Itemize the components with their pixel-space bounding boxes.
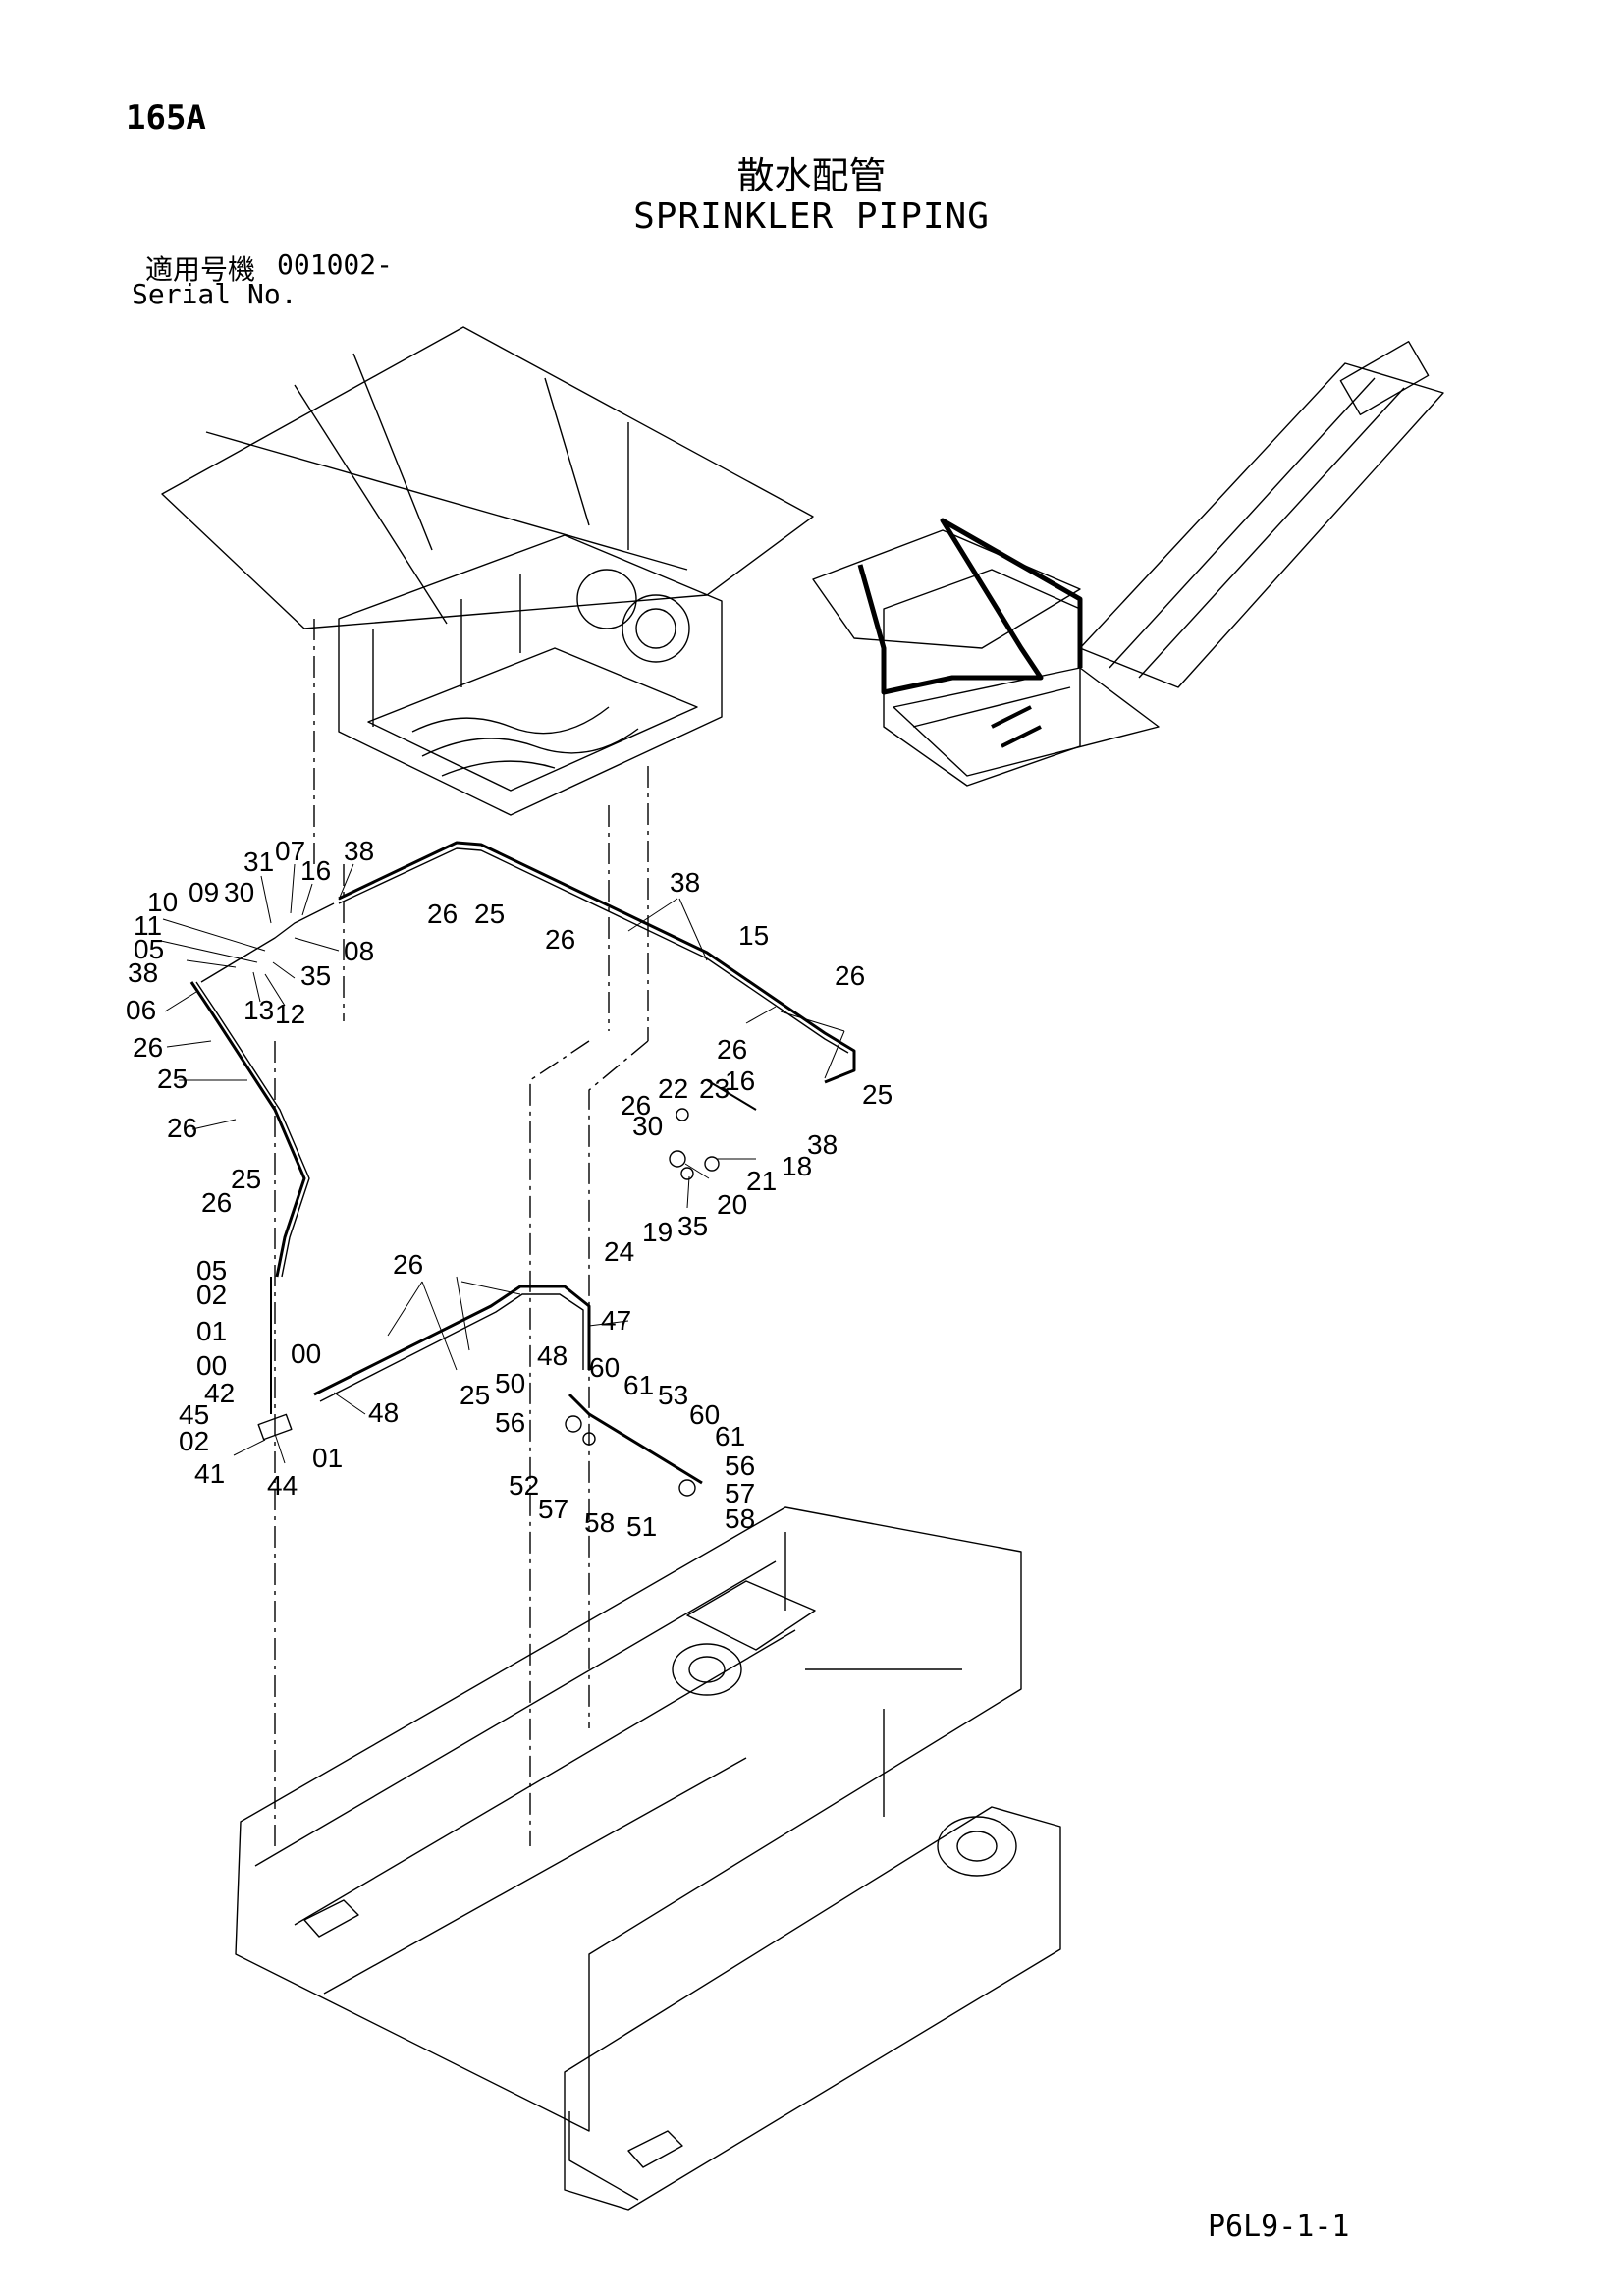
callout-label: 41 bbox=[194, 1458, 225, 1489]
page-number: 165A bbox=[126, 98, 206, 137]
callout-label: 13 bbox=[243, 995, 274, 1025]
callout-label: 16 bbox=[725, 1066, 755, 1096]
callout-label: 11 bbox=[134, 910, 162, 941]
serial-value: 001002- bbox=[277, 248, 394, 281]
callout-label: 22 bbox=[658, 1073, 688, 1104]
callout-label: 47 bbox=[601, 1305, 631, 1336]
lower-pipe-run bbox=[257, 1277, 703, 1497]
callout-label: 56 bbox=[725, 1450, 755, 1481]
callout-label: 25 bbox=[231, 1164, 261, 1194]
callout-label: 58 bbox=[584, 1507, 615, 1538]
machine-overview bbox=[812, 340, 1444, 787]
callout-label: 56 bbox=[495, 1407, 525, 1438]
hopper-body bbox=[338, 534, 723, 816]
callout-label: 35 bbox=[300, 960, 331, 991]
callout-label: 45 bbox=[179, 1399, 209, 1430]
callout-label: 25 bbox=[460, 1380, 490, 1410]
overview-pipe-route bbox=[857, 518, 1083, 695]
callout-label: 61 bbox=[715, 1421, 745, 1451]
callout-label: 01 bbox=[312, 1443, 343, 1473]
phantom-lines bbox=[274, 619, 649, 1846]
title-english: SPRINKLER PIPING bbox=[633, 196, 990, 237]
callout-label: 21 bbox=[746, 1166, 777, 1196]
overview-hopper bbox=[812, 529, 1081, 649]
serial-label-english: Serial No. bbox=[132, 278, 298, 310]
callout-label: 26 bbox=[393, 1249, 423, 1280]
hopper-flare bbox=[161, 326, 814, 629]
callout-label: 50 bbox=[495, 1368, 525, 1398]
callout-label: 25 bbox=[474, 899, 505, 929]
callout-label: 38 bbox=[128, 957, 158, 988]
callout-label: 02 bbox=[196, 1280, 227, 1310]
callout-label: 42 bbox=[204, 1378, 235, 1408]
callout-label: 30 bbox=[632, 1111, 663, 1141]
callout-label: 30 bbox=[224, 877, 254, 907]
callout-label: 09 bbox=[189, 877, 219, 907]
callout-label: 18 bbox=[782, 1151, 812, 1181]
callout-label: 31 bbox=[243, 847, 274, 877]
callout-label: 26 bbox=[427, 899, 458, 929]
callout-label: 51 bbox=[626, 1511, 657, 1542]
callout-label: 60 bbox=[589, 1352, 620, 1383]
callout-label: 25 bbox=[157, 1064, 188, 1094]
left-hose bbox=[189, 981, 306, 1278]
callout-label: 38 bbox=[670, 867, 700, 898]
callout-label: 52 bbox=[509, 1470, 539, 1501]
callout-label: 15 bbox=[738, 920, 769, 951]
callout-label: 24 bbox=[604, 1236, 634, 1267]
callout-label: 61 bbox=[623, 1370, 654, 1400]
callout-label: 26 bbox=[545, 924, 575, 955]
callout-label: 26 bbox=[835, 960, 865, 991]
leader-lines bbox=[160, 863, 845, 1464]
callout-label: 05 bbox=[196, 1255, 227, 1285]
callout-label: 19 bbox=[642, 1217, 673, 1247]
callout-label: 20 bbox=[717, 1189, 747, 1220]
callout-label: 44 bbox=[267, 1470, 298, 1501]
callout-label: 53 bbox=[658, 1380, 688, 1410]
callout-label: 08 bbox=[344, 936, 374, 966]
callout-label: 10 bbox=[147, 887, 178, 917]
lower-pipe bbox=[313, 1285, 591, 1396]
callout-label: 60 bbox=[689, 1399, 720, 1430]
callout-label: 26 bbox=[167, 1113, 197, 1143]
callout-label: 57 bbox=[725, 1478, 755, 1508]
callout-label: 38 bbox=[344, 836, 374, 866]
callout-label: 12 bbox=[275, 999, 305, 1029]
title-japanese: 散水配管 bbox=[736, 154, 887, 197]
callout-label: 57 bbox=[538, 1494, 568, 1524]
chassis-frame bbox=[235, 1506, 1061, 2211]
chassis-outline bbox=[235, 1506, 1022, 2132]
callout-label: 35 bbox=[677, 1211, 708, 1241]
callout-label: 25 bbox=[862, 1079, 893, 1110]
callout-labels: 07 38 31 16 09 30 10 11 08 05 35 38 13 1… bbox=[126, 836, 893, 1542]
callout-label: 26 bbox=[621, 1090, 651, 1121]
callout-label: 00 bbox=[291, 1339, 321, 1369]
overview-conveyor bbox=[1079, 362, 1444, 688]
serial-label-japanese: 適用号機 bbox=[145, 253, 256, 286]
callout-label: 05 bbox=[134, 934, 164, 964]
callout-label: 38 bbox=[807, 1129, 838, 1160]
hopper-assembly bbox=[161, 326, 814, 816]
callout-label: 23 bbox=[699, 1073, 730, 1104]
callout-label: 26 bbox=[717, 1034, 747, 1065]
callout-label: 00 bbox=[196, 1350, 227, 1381]
callout-label: 26 bbox=[133, 1032, 163, 1063]
upper-pipe-run bbox=[189, 841, 856, 1278]
callout-label: 48 bbox=[537, 1340, 568, 1371]
callout-label: 58 bbox=[725, 1503, 755, 1534]
callout-label: 06 bbox=[126, 995, 156, 1025]
callout-label: 01 bbox=[196, 1316, 227, 1346]
document-code: P6L9-1-1 bbox=[1208, 2210, 1350, 2244]
upper-pipe bbox=[338, 841, 856, 1084]
callout-label: 07 bbox=[275, 836, 305, 866]
callout-label: 16 bbox=[300, 855, 331, 886]
callout-label: 02 bbox=[179, 1426, 209, 1456]
callout-label: 26 bbox=[201, 1187, 232, 1218]
callout-label: 48 bbox=[368, 1397, 399, 1428]
